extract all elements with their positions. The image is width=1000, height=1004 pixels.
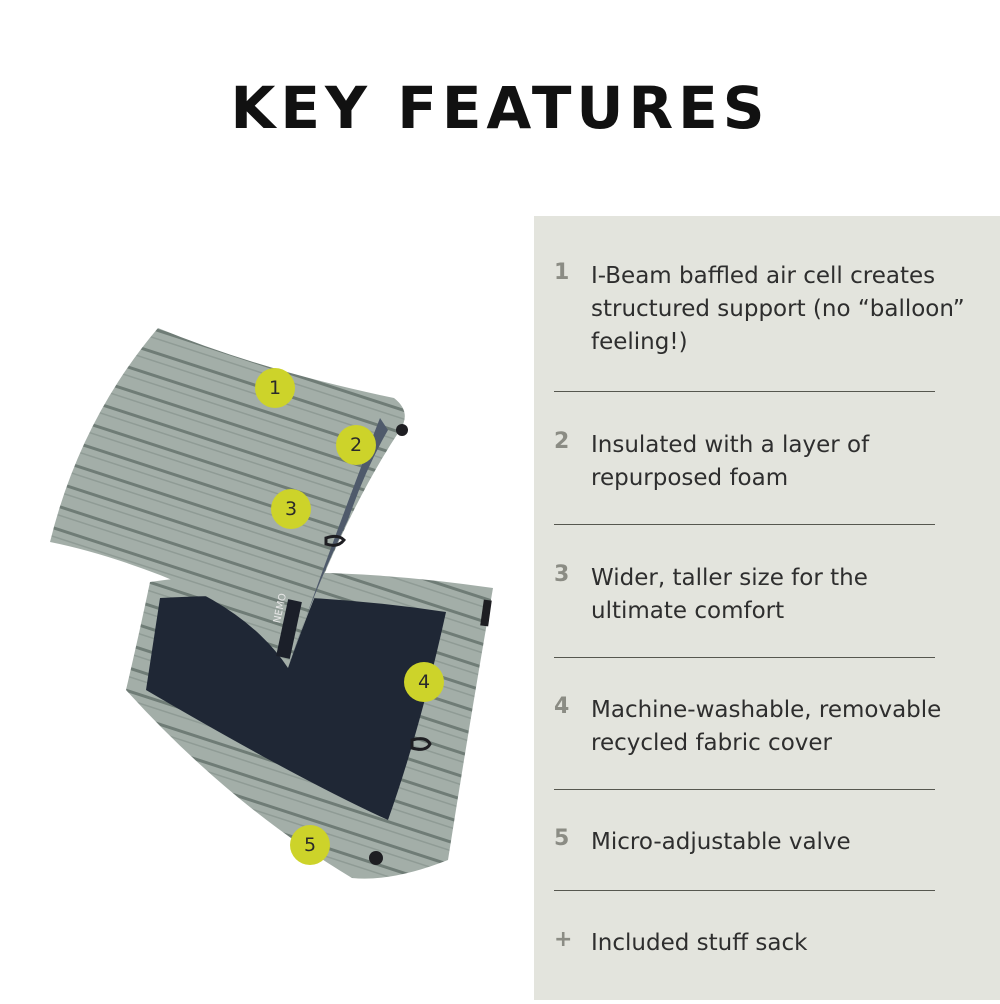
feature-number: 5 (554, 826, 570, 851)
feature-badge-1: 1 (255, 368, 295, 408)
divider (554, 789, 935, 790)
feature-badge-2: 2 (336, 425, 376, 465)
front-pillow (50, 328, 408, 668)
feature-text: Insulated with a layer of repurposed foa… (591, 432, 870, 491)
product-image: 1 2 3 4 5 NEMO (50, 328, 493, 879)
feature-text: Micro-adjustable valve (591, 829, 851, 855)
divider (554, 657, 935, 658)
back-pillow (126, 572, 493, 879)
page-title: KEY FEATURES (230, 74, 770, 142)
feature-number: 4 (554, 694, 570, 719)
feature-text: Wider, taller size for the ultimate comf… (591, 565, 868, 624)
pillow-illustration (50, 328, 493, 879)
divider (554, 890, 935, 891)
feature-text: I-Beam baffled air cell creates structur… (591, 263, 965, 355)
feature-badge-5: 5 (290, 825, 330, 865)
feature-badge-3: 3 (271, 489, 311, 529)
features-panel: 1 I-Beam baffled air cell creates struct… (534, 216, 1000, 1000)
divider (554, 391, 935, 392)
divider (554, 524, 935, 525)
feature-text: Machine-washable, removable recycled fab… (591, 697, 942, 756)
feature-text: Included stuff sack (591, 930, 808, 956)
feature-number: 2 (554, 429, 570, 454)
feature-number: 1 (554, 260, 570, 285)
feature-number: + (554, 927, 573, 952)
feature-badge-4: 4 (404, 662, 444, 702)
feature-number: 3 (554, 562, 570, 587)
